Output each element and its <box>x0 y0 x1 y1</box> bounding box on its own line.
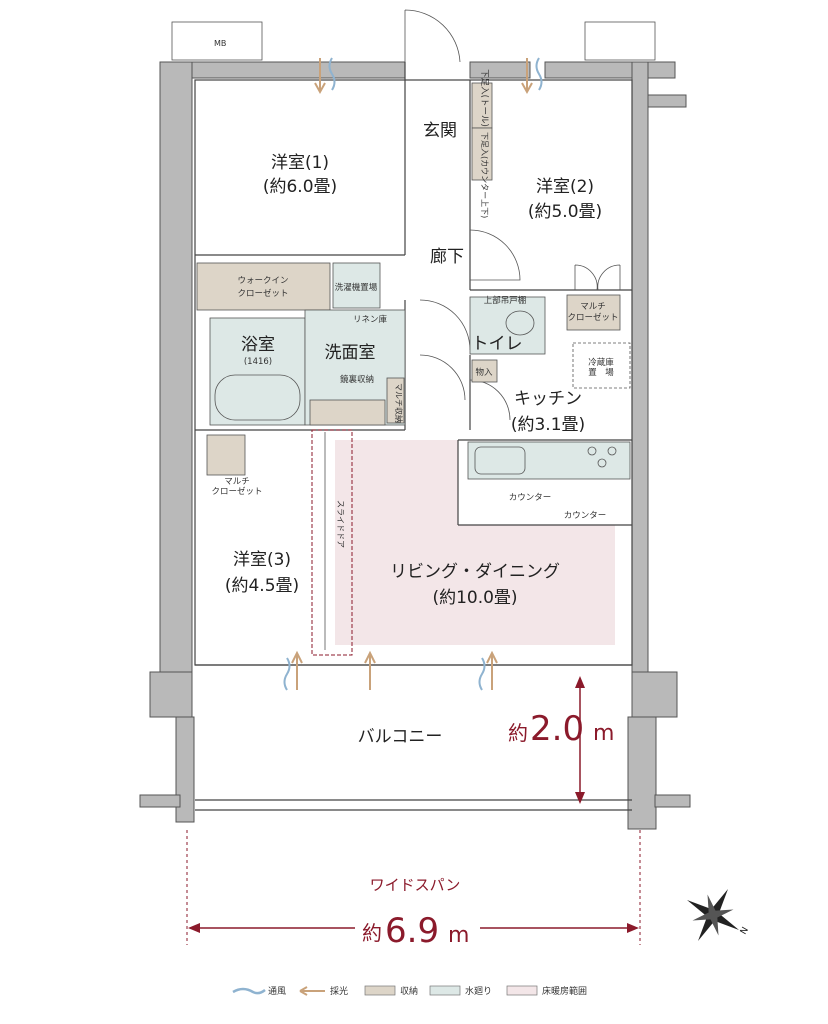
kitchen-size: (約3.1畳) <box>511 415 585 435</box>
living-name: リビング・ダイニング <box>390 562 560 582</box>
storage-swatch <box>364 985 396 996</box>
floor-heating-area <box>335 440 615 645</box>
multi-closet-2-label-2: クローゼット <box>567 312 618 323</box>
daylight-arrow-icon <box>299 986 325 996</box>
shoe-cabinet-counter <box>471 127 493 181</box>
hallway-name: 廊下 <box>430 247 464 267</box>
toilet-bowl <box>505 310 535 336</box>
balcony-name: バルコニー <box>358 727 443 747</box>
multi-storage-label: マルチ収納 <box>394 383 404 423</box>
toilet-room <box>469 296 546 355</box>
legend-storage: 収納 <box>400 985 418 997</box>
compass-rose-icon <box>687 889 739 941</box>
balcony-depth-value: 2.0 <box>530 709 584 749</box>
toilet-name: トイレ <box>472 334 523 354</box>
vanity <box>309 399 386 426</box>
wide-span-dimension <box>186 830 641 945</box>
wide-span-value: 6.9 <box>385 911 439 951</box>
washroom-name: 洗面室 <box>325 343 376 363</box>
sink <box>474 446 526 475</box>
walk-in-closet <box>196 262 331 311</box>
water-swatch <box>429 985 461 996</box>
wide-span-unit: m <box>448 923 469 948</box>
bathroom <box>209 317 306 426</box>
bathroom-size: (1416) <box>244 357 272 367</box>
western1-name: 洋室(1) <box>271 153 329 173</box>
washer-space <box>332 262 381 309</box>
washer-label: 洗濯機置場 <box>335 282 378 293</box>
living-size: (約10.0畳) <box>432 588 517 608</box>
storage-label: 物入 <box>475 367 493 378</box>
legend-daylight: 採光 <box>330 985 348 997</box>
storage-closet <box>471 359 498 383</box>
legend: 通風 採光 収納 水廻り 床暖房範囲 <box>232 985 587 997</box>
western2-name: 洋室(2) <box>536 177 594 197</box>
western3-name: 洋室(3) <box>233 550 291 570</box>
ventilation-wave-icon <box>232 987 266 995</box>
balcony-depth-dimension <box>575 676 585 804</box>
wic-label-2: クローゼット <box>237 288 288 299</box>
entrance-name: 玄関 <box>423 121 457 141</box>
kitchen-name: キッチン <box>514 389 582 409</box>
meter-box <box>584 21 656 61</box>
wic-label-1: ウォークイン <box>237 276 288 286</box>
fridge-label-2: 置 場 <box>588 367 614 378</box>
counter-label-1: カウンター <box>509 493 552 503</box>
wide-span-prefix: 約 <box>362 921 382 945</box>
interior-walls <box>194 62 633 811</box>
legend-ventilation: 通風 <box>268 986 286 997</box>
counter-label-2: カウンター <box>564 511 607 521</box>
multi-storage <box>386 377 405 424</box>
multi-closet-2 <box>566 294 621 331</box>
bathtub <box>214 374 301 421</box>
shoe-counter-label: 下足入(カウンター上下) <box>480 132 489 218</box>
fridge-space <box>572 342 631 389</box>
floor-heating-swatch <box>506 985 538 996</box>
balcony-depth-unit: m <box>593 721 614 746</box>
slide-door-label: スライドドア <box>336 500 345 548</box>
fridge-label-1: 冷蔵庫 <box>588 357 614 368</box>
airflow-markers <box>283 57 543 691</box>
mb-box <box>171 21 263 61</box>
western1-size: (約6.0畳) <box>263 177 337 197</box>
shoe-tall-label: 下足入(トール) <box>479 69 489 127</box>
mirror-storage-label: 鏡裏収納 <box>340 374 374 385</box>
wide-span-title: ワイドスパン <box>370 876 461 894</box>
legend-floor-heating: 床暖房範囲 <box>542 985 587 997</box>
slide-door-area <box>311 429 353 656</box>
linen-label: リネン庫 <box>353 314 388 325</box>
stove-burners <box>587 446 617 468</box>
multi-closet-2-label-1: マルチ <box>580 302 606 312</box>
balcony-depth-prefix: 約 <box>508 721 528 745</box>
upper-cabinet-label: 上部吊戸棚 <box>484 295 527 306</box>
multi-closet-3-label-2: クローゼット <box>211 486 262 497</box>
mb-label: MB <box>214 39 226 48</box>
western3-size: (約4.5畳) <box>225 576 299 596</box>
multi-closet-3-label-1: マルチ <box>224 477 250 487</box>
compass-north-label: N <box>739 926 751 937</box>
multi-closet-3 <box>206 434 246 476</box>
kitchen-counter <box>467 441 631 480</box>
walls <box>139 61 691 830</box>
bathroom-name: 浴室 <box>241 335 275 355</box>
western2-size: (約5.0畳) <box>528 202 602 222</box>
legend-water: 水廻り <box>465 985 492 997</box>
